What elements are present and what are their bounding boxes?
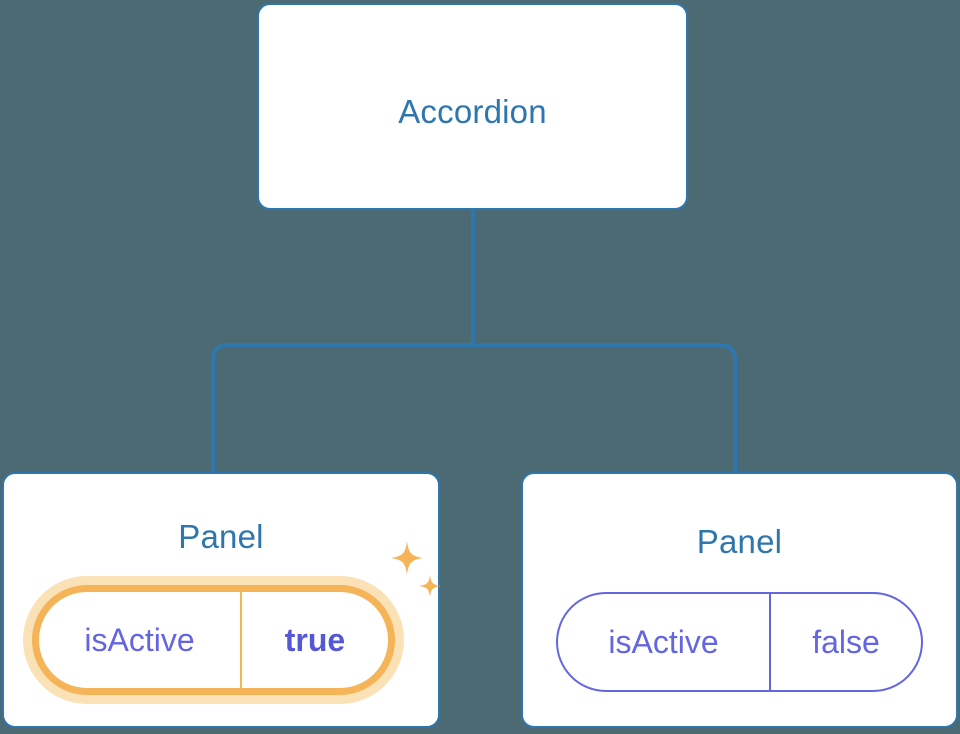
prop-pill-right-key: isActive	[558, 594, 771, 690]
prop-pill-right-value: false	[812, 623, 880, 660]
prop-pill-right[interactable]: isActive false	[556, 592, 923, 692]
prop-pill-left-body[interactable]: isActive true	[32, 585, 395, 695]
edge-bus-to-panels	[211, 343, 737, 472]
prop-pill-left[interactable]: isActive true	[32, 585, 395, 695]
prop-pill-right-body[interactable]: isActive false	[556, 592, 923, 692]
node-accordion[interactable]: Accordion	[257, 3, 688, 210]
node-accordion-title: Accordion	[398, 93, 547, 130]
prop-pill-left-key: isActive	[39, 592, 242, 688]
node-panel-left-title: Panel	[178, 518, 264, 555]
node-panel-right-title: Panel	[696, 523, 783, 560]
prop-pill-left-value: true	[284, 621, 346, 658]
